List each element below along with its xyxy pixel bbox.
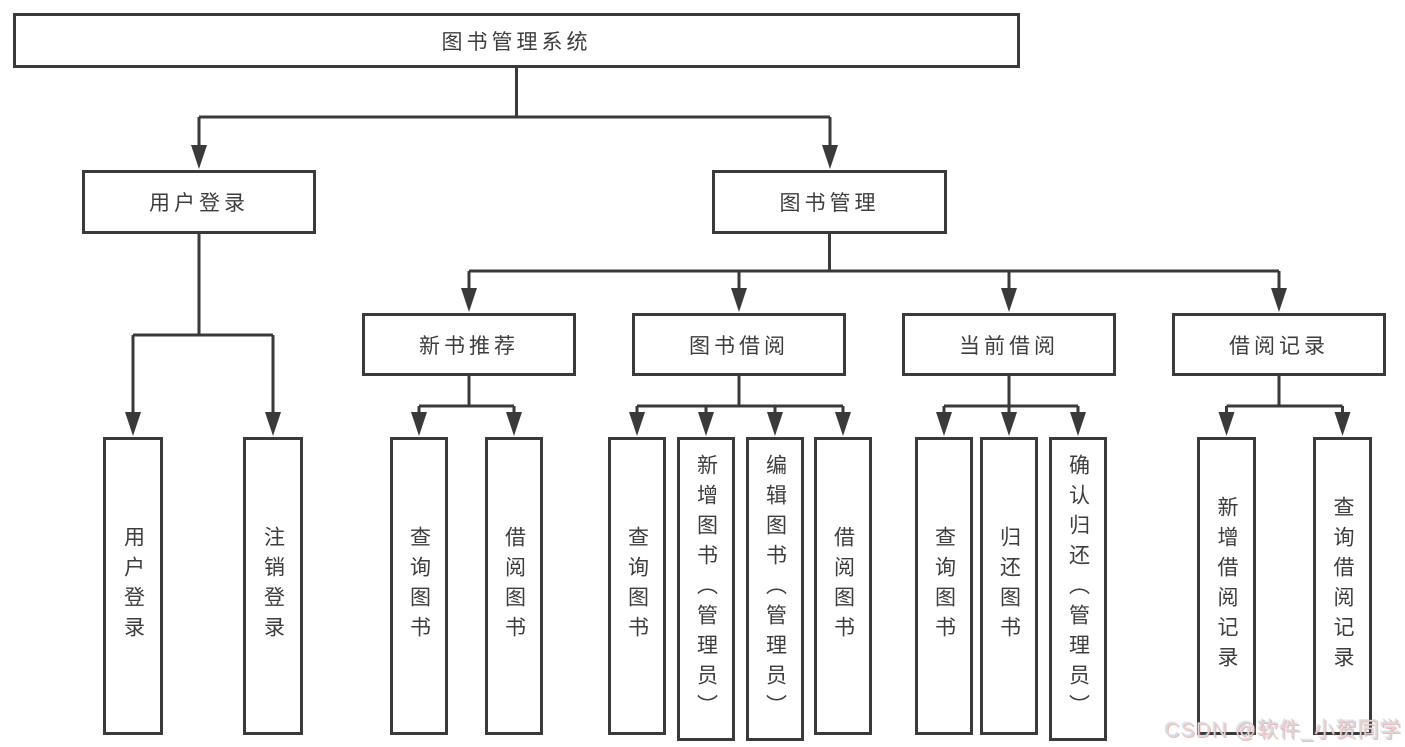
connector-new-book-to-leaves xyxy=(417,376,516,417)
arrowhead xyxy=(191,145,207,169)
leaf-borrow-books-newbook: 借阅图书 xyxy=(485,437,543,735)
leaf-label: 新增借阅记录 xyxy=(1215,496,1238,676)
node-label: 图书管理系统 xyxy=(441,30,592,54)
leaf-edit-books-admin: 编辑图书（管理员） xyxy=(746,437,804,741)
leaf-query-books-current: 查询图书 xyxy=(915,437,973,735)
node-current-borrowing: 当前借阅 xyxy=(902,313,1116,376)
leaf-label: 用户登录 xyxy=(121,526,145,646)
leaf-confirm-return-admin: 确认归还（管理员） xyxy=(1049,437,1107,741)
arrowhead xyxy=(265,412,281,436)
arrowhead xyxy=(1271,288,1287,312)
leaf-label: 确认归还（管理员） xyxy=(1066,454,1090,724)
leaf-label: 查询图书 xyxy=(625,526,649,646)
node-library-system: 图书管理系统 xyxy=(13,13,1020,68)
arrowhead xyxy=(506,412,522,436)
leaf-add-books-admin: 新增图书（管理员） xyxy=(677,437,735,741)
node-label: 用户登录 xyxy=(149,192,249,215)
connector-book-borrowing-to-leaves xyxy=(635,376,845,417)
node-user-login: 用户登录 xyxy=(82,170,316,234)
leaf-logout: 注销登录 xyxy=(243,437,303,735)
arrowhead xyxy=(1334,412,1351,436)
node-borrowing-records: 借阅记录 xyxy=(1172,313,1386,376)
arrowhead xyxy=(461,288,477,312)
connector-book-management-to-level3 xyxy=(467,234,1281,293)
arrowhead xyxy=(822,145,838,169)
connector-user-login-to-leaves xyxy=(131,234,275,417)
arrowhead xyxy=(767,412,783,436)
leaf-label: 注销登录 xyxy=(261,526,285,646)
connector-borrow-records-to-leaves xyxy=(1225,376,1344,417)
leaf-label: 查询图书 xyxy=(932,526,956,646)
leaf-label: 借阅图书 xyxy=(831,526,855,646)
leaf-label: 查询图书 xyxy=(407,526,431,646)
leaf-user-login: 用户登录 xyxy=(103,437,163,735)
leaf-label: 编辑图书（管理员） xyxy=(763,454,787,724)
leaf-borrow-books-borrow: 借阅图书 xyxy=(814,437,872,735)
connector-current-borrowing-to-leaves xyxy=(942,376,1080,417)
node-label: 图书借阅 xyxy=(689,334,789,358)
arrowhead xyxy=(1218,412,1235,436)
leaf-return-books: 归还图书 xyxy=(980,437,1038,735)
node-label: 新书推荐 xyxy=(419,334,519,358)
leaf-query-borrow-record: 查询借阅记录 xyxy=(1313,437,1372,735)
arrowhead xyxy=(698,412,714,436)
arrowhead xyxy=(411,412,427,436)
leaf-label: 新增图书（管理员） xyxy=(694,454,718,724)
node-label: 当前借阅 xyxy=(959,334,1059,358)
leaf-label: 查询借阅记录 xyxy=(1331,496,1354,676)
leaf-add-borrow-record: 新增借阅记录 xyxy=(1197,437,1256,735)
arrowhead xyxy=(1001,288,1017,312)
leaf-label: 借阅图书 xyxy=(502,526,526,646)
leaf-query-books-newbook: 查询图书 xyxy=(390,437,448,735)
arrowhead xyxy=(936,412,952,436)
leaf-query-books-borrow: 查询图书 xyxy=(608,437,666,735)
watermark: CSDN @软件_小贺同学 xyxy=(1164,719,1402,742)
node-book-management: 图书管理 xyxy=(712,170,947,234)
node-book-borrowing: 图书借阅 xyxy=(632,313,846,376)
arrowhead xyxy=(629,412,645,436)
arrowhead xyxy=(1070,412,1086,436)
node-new-book-recommend: 新书推荐 xyxy=(362,313,576,376)
node-label: 图书管理 xyxy=(779,192,880,215)
leaf-label: 归还图书 xyxy=(997,526,1021,646)
arrowhead xyxy=(835,412,851,436)
arrowhead xyxy=(1001,412,1017,436)
connector-root-to-level2 xyxy=(197,68,832,150)
arrowhead xyxy=(731,288,747,312)
arrowhead xyxy=(125,412,141,436)
node-label: 借阅记录 xyxy=(1229,334,1329,358)
